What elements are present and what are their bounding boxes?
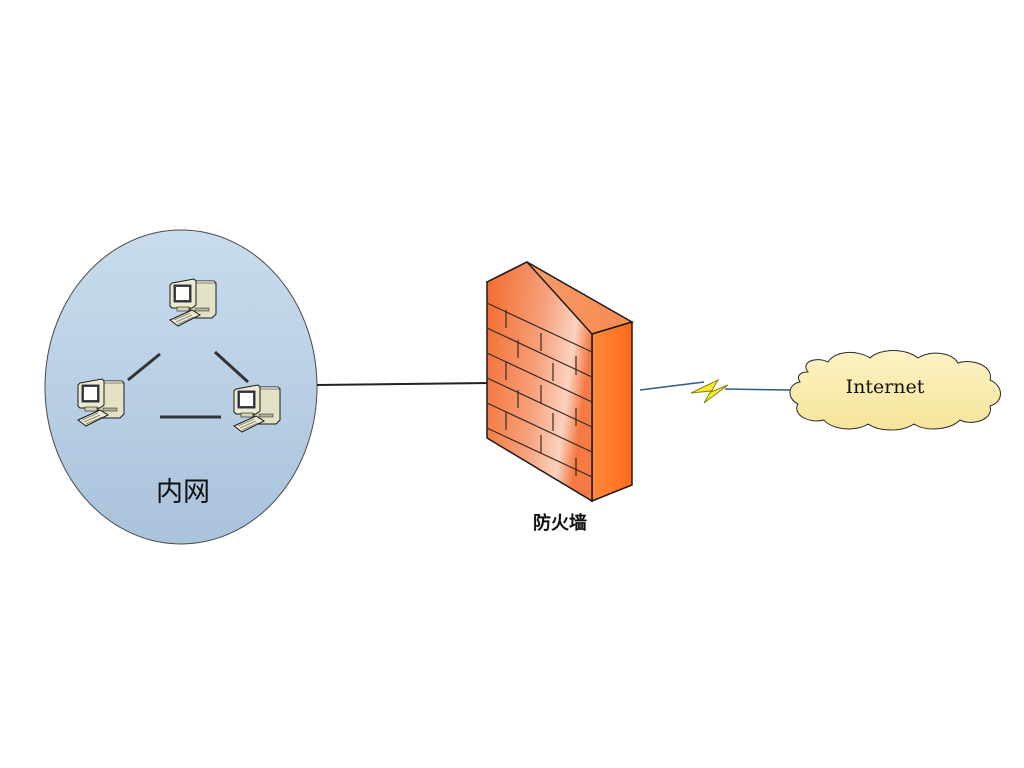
internet-label: Internet [845, 376, 925, 398]
firewall-label: 防火墙 [533, 513, 587, 534]
lan-label: 内网 [156, 477, 210, 508]
lan-firewall-link [316, 382, 491, 386]
lan-ellipse [44, 229, 318, 545]
lan-link-top-left [127, 352, 161, 382]
lan-link-top-right [213, 350, 250, 384]
wan-link [639, 378, 791, 404]
internet-cloud-icon [789, 350, 1001, 431]
lightning-icon [690, 378, 729, 404]
firewall-icon [485, 261, 634, 503]
